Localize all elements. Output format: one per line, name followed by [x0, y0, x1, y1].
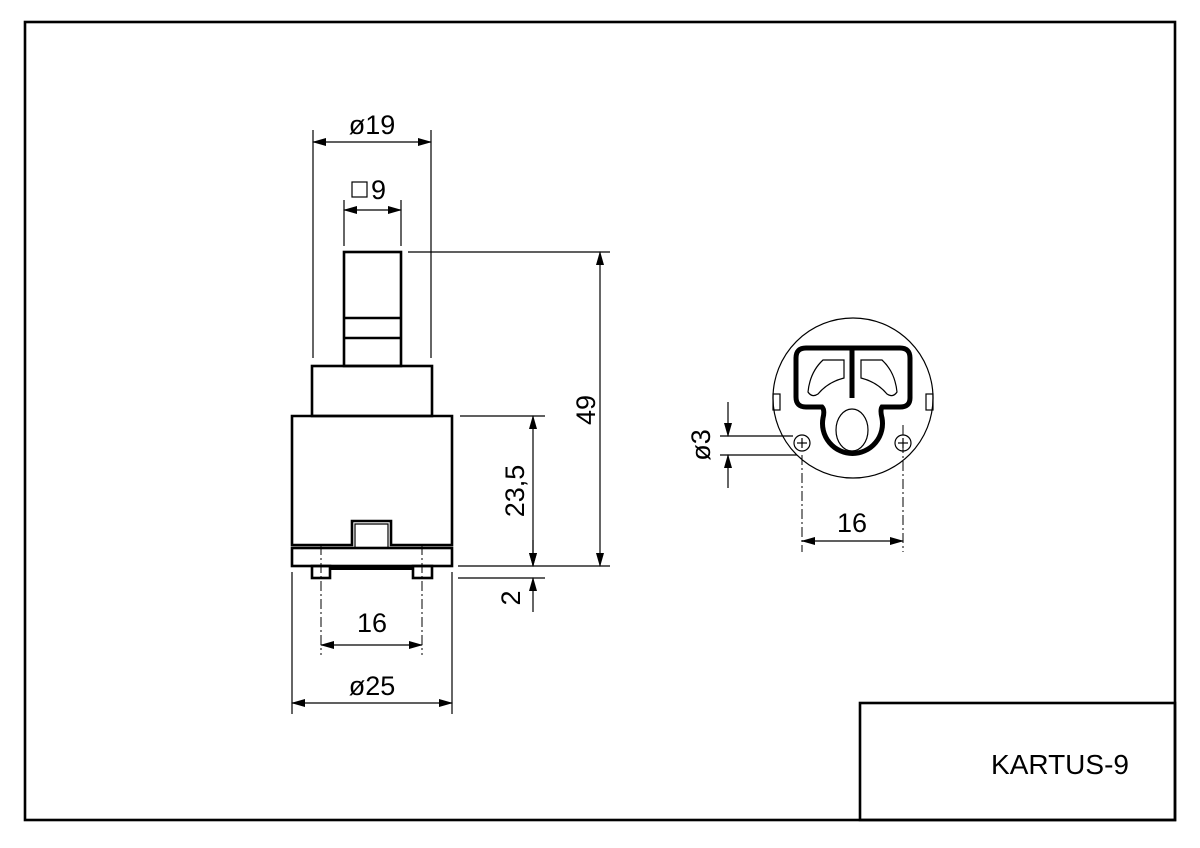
square-symbol-icon [351, 181, 368, 198]
dim-label: ø25 [349, 671, 396, 701]
dim-total-height: 49 [408, 251, 610, 567]
side-view: ø19 9 49 23,5 2 [290, 110, 610, 714]
dim-body-diameter: ø25 [291, 572, 453, 714]
drawing-frame [23, 20, 1177, 822]
dim-hole-diameter: ø3 [686, 402, 797, 488]
dim-hole-spacing: 16 [801, 425, 904, 552]
dim-label: 2 [496, 590, 526, 605]
dim-pin-height: 2 [458, 540, 545, 612]
dim-body-height: 23,5 [460, 415, 545, 567]
part-name: KARTUS-9 [991, 749, 1129, 780]
dim-label: 16 [837, 508, 867, 538]
title-block: KARTUS-9 [858, 701, 1177, 822]
dim-label: ø3 [686, 429, 716, 461]
dim-square-stem: 9 [343, 175, 402, 246]
cartridge-outline [290, 250, 454, 580]
dim-stem-diameter: ø19 [312, 110, 432, 358]
dim-label: ø19 [349, 110, 396, 140]
dim-label: 9 [371, 175, 386, 205]
dim-label: 16 [357, 608, 387, 638]
bottom-view: ø3 16 [686, 317, 934, 552]
dim-label: 23,5 [500, 465, 530, 518]
mounting-hole [793, 434, 811, 452]
dim-label: 49 [571, 395, 601, 425]
dim-pin-spacing: 16 [320, 545, 423, 655]
